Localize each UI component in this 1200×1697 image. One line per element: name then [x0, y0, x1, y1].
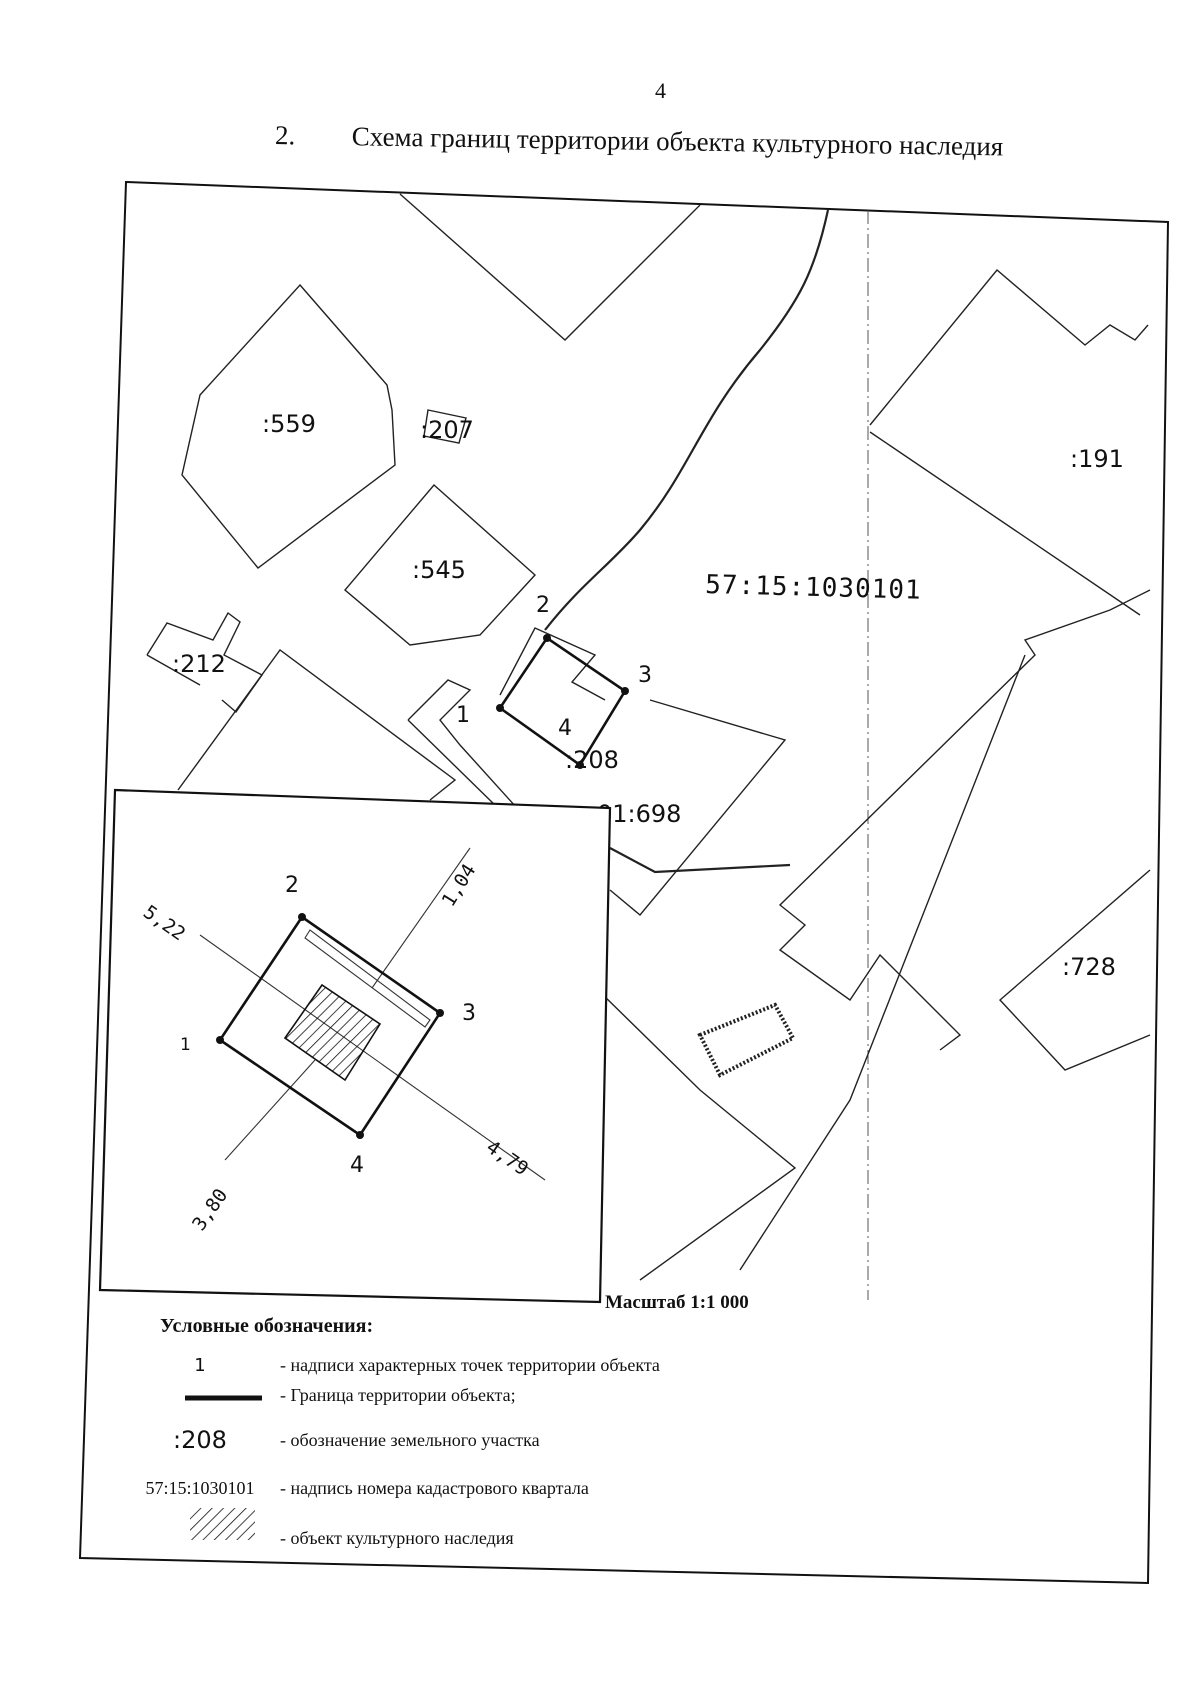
- dim-line-104: [371, 847, 471, 989]
- legend-item-point-labels: 1 - надписи характерных точек территории…: [125, 1355, 765, 1385]
- parcel-191: [869, 269, 1149, 426]
- legend-item-boundary: - Граница территории объекта;: [125, 1385, 765, 1415]
- legend-text: - надписи характерных точек территории о…: [280, 1355, 660, 1375]
- legend-symbol-quarter: 57:15:1030101: [145, 1478, 255, 1498]
- inset-point-2: [298, 913, 306, 921]
- parcel-label-698: 01:698: [597, 800, 681, 828]
- building-outline: [697, 1002, 796, 1078]
- inset-point-4: [356, 1131, 364, 1139]
- parcel-124: [177, 649, 457, 801]
- parcel-label-545: :545: [412, 556, 466, 584]
- boundary-point-2: [543, 634, 551, 642]
- parcel-label-207: :207: [420, 416, 474, 444]
- point-label-2: 2: [536, 593, 550, 618]
- point-label-4: 4: [558, 716, 572, 741]
- road-line: [544, 209, 830, 631]
- parcel-label-559: :559: [262, 410, 316, 438]
- parcel-728: [998, 869, 1151, 1071]
- inset-point-label-2: 2: [285, 873, 299, 898]
- parcel-boundary-long: [739, 654, 1026, 1271]
- page-number: 4: [655, 78, 666, 103]
- parcel-191-b: [869, 431, 1141, 616]
- legend-item-heritage: - объект культурного наследия: [125, 1528, 765, 1558]
- map-scale: Масштаб 1:1 000: [605, 1292, 749, 1313]
- point-label-3: 3: [638, 663, 652, 688]
- inset-strip: [304, 929, 431, 1028]
- boundary-point-3: [621, 687, 629, 695]
- map-frame: [78, 180, 1170, 1585]
- parcel-label-212: :212: [172, 650, 226, 678]
- dim-line-380: [224, 1059, 316, 1161]
- parcel-boundary-right: [778, 589, 1151, 1051]
- point-label-1: 1: [456, 703, 470, 728]
- parcel-545: [344, 484, 536, 646]
- road-line-lower: [609, 847, 791, 874]
- legend-text: - Граница территории объекта;: [280, 1385, 516, 1405]
- parcel-212-b: [146, 654, 201, 686]
- parcel-698: [609, 699, 787, 916]
- parcel-207: [423, 409, 467, 444]
- legend-title: Условные обозначения:: [160, 1315, 374, 1337]
- legend-text: - надпись номера кадастрового квартала: [280, 1478, 589, 1498]
- parcel-208-outline: [499, 627, 606, 701]
- inset-point-1: [216, 1036, 224, 1044]
- boundary-point-1: [496, 704, 504, 712]
- parcel-outline: [399, 193, 701, 341]
- heritage-object: [283, 983, 382, 1082]
- parcel-559: [181, 283, 396, 569]
- dim-line-522: [199, 934, 546, 1181]
- legend-symbol-point: 1: [194, 1355, 206, 1376]
- legend-text: - обозначение земельного участка: [280, 1430, 540, 1450]
- inset-point-3: [436, 1009, 444, 1017]
- parcel-label-191: :191: [1070, 445, 1124, 473]
- boundary-point-4: [576, 761, 584, 769]
- parcel-boundary-lower: [597, 989, 797, 1281]
- parcel-label-208: :208: [565, 746, 619, 774]
- inset-point-label-1: 1: [180, 1035, 191, 1055]
- inset-point-label-3: 3: [462, 1001, 476, 1026]
- quarter-label: 57:15:1030101: [705, 570, 922, 606]
- legend-text: - объект культурного наследия: [280, 1528, 514, 1548]
- legend-symbol-parcel: :208: [173, 1426, 227, 1454]
- parcel-label-728: :728: [1062, 953, 1116, 981]
- inset-point-label-4: 4: [350, 1153, 364, 1178]
- legend-item-quarter: 57:15:1030101 - надпись номера кадастров…: [125, 1478, 765, 1508]
- parcel-strip: [407, 679, 601, 901]
- legend-hatch-symbol: [190, 1508, 255, 1540]
- legend-item-parcel: :208 - обозначение земельного участка: [125, 1426, 765, 1460]
